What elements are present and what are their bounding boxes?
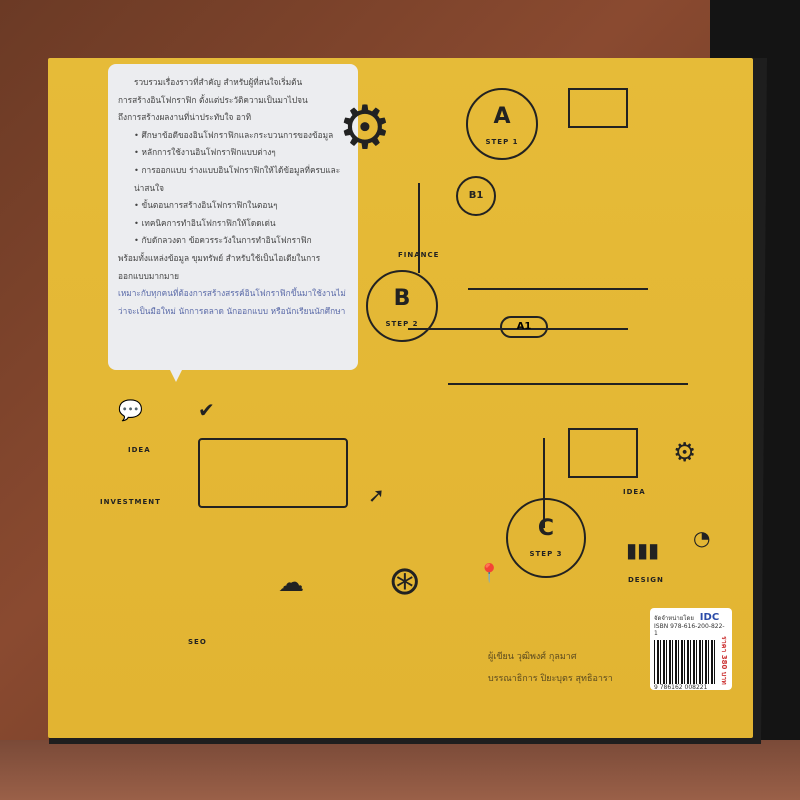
monitor-globe-icon bbox=[568, 88, 628, 128]
label-finance: FINANCE bbox=[398, 251, 440, 259]
node-c: C STEP 3 bbox=[506, 498, 586, 578]
blurb-line: รวบรวมเรื่องราวที่สำคัญ สำหรับผู้ที่สนใจ… bbox=[134, 77, 303, 87]
label-design: DESIGN bbox=[628, 576, 664, 584]
label-investment: INVESTMENT bbox=[100, 498, 161, 506]
barcode-sticker: จัดจำหน่ายโดย IDC ISBN 978-616-200-822-1… bbox=[650, 608, 732, 691]
editor: บรรณาธิการ ปิยะบุตร สุทธิอารา bbox=[488, 674, 613, 684]
node-a-letter: A bbox=[493, 104, 511, 129]
node-c-letter: C bbox=[537, 516, 555, 541]
author: ผู้เขียน วุฒิพงศ์ กุลมาศ bbox=[488, 652, 577, 662]
cursor-icon: ➚ bbox=[368, 483, 385, 507]
node-b: B STEP 2 bbox=[366, 270, 438, 342]
blurb-bullet: • กับดักลวงตา ข้อควรระวังในการทำอินโฟกรา… bbox=[134, 235, 312, 246]
node-a-step: STEP 1 bbox=[485, 138, 519, 146]
distributor-label: จัดจำหน่ายโดย bbox=[654, 615, 694, 622]
blurb-audience: เหมาะกับทุกคนที่ต้องการสร้างสรรค์อินโฟกร… bbox=[118, 288, 346, 316]
cloud-icon: ☁ bbox=[278, 568, 304, 598]
book-back-cover: รวบรวมเรื่องราวที่สำคัญ สำหรับผู้ที่สนใจ… bbox=[48, 58, 753, 738]
blurb-speech-bubble: รวบรวมเรื่องราวที่สำคัญ สำหรับผู้ที่สนใจ… bbox=[108, 64, 358, 382]
browser-window-illustration bbox=[198, 438, 348, 508]
chat-bubble-icon: 💬 bbox=[118, 398, 143, 422]
blurb-bullet: • หลักการใช้งานอินโฟกราฟิกแบบต่างๆ bbox=[134, 147, 276, 158]
node-b-step: STEP 2 bbox=[385, 320, 419, 328]
blurb-bullet: • ขั้นตอนการสร้างอินโฟกราฟิกในตอนๆ bbox=[134, 200, 278, 211]
pie-chart-icon: ◔ bbox=[693, 526, 711, 550]
connector-line bbox=[418, 183, 420, 273]
node-a1: A1 bbox=[500, 316, 548, 338]
node-b-letter: B bbox=[393, 286, 411, 311]
gear-icon: ⚙ bbox=[338, 93, 392, 163]
monitor-chart-icon bbox=[568, 428, 638, 478]
gear-icon: ⚙ bbox=[673, 438, 697, 468]
node-a: A STEP 1 bbox=[466, 88, 538, 160]
bar-chart-icon: ▮▮▮ bbox=[626, 538, 660, 562]
barcode bbox=[654, 640, 716, 684]
label-idea-2: IDEA bbox=[623, 488, 646, 496]
barcode-number: 9 786162 008221 bbox=[654, 684, 708, 691]
connector-line bbox=[468, 288, 648, 290]
blurb-bullet: • เทคนิคการทำอินโฟกราฟิกให้โดดเด่น bbox=[134, 217, 276, 228]
blurb-bullet: • การออกแบบ ร่างแบบอินโฟกราฟิกให้ได้ข้อม… bbox=[134, 164, 341, 193]
map-pin-icon: 📍 bbox=[478, 563, 501, 584]
credits: ผู้เขียน วุฒิพงศ์ กุลมาศ บรรณาธิการ ปิยะ… bbox=[488, 646, 613, 690]
blurb-bullet: • ศึกษาข้อดีของอินโฟกราฟิกและกระบวนการขอ… bbox=[134, 129, 334, 140]
node-b1: B1 bbox=[456, 176, 496, 216]
node-c-step: STEP 3 bbox=[529, 550, 563, 558]
blurb-line: การสร้างอินโฟกราฟิก ตั้งแต่ประวัติความเป… bbox=[118, 94, 308, 105]
blurb-line: ถึงการสร้างผลงานที่น่าประทับใจ อาทิ bbox=[118, 112, 252, 123]
isbn: ISBN 978-616-200-822-1 bbox=[654, 623, 725, 637]
label-seo: SEO bbox=[188, 638, 207, 646]
connector-line bbox=[448, 383, 688, 385]
floor bbox=[0, 740, 800, 800]
idc-logo: IDC bbox=[699, 612, 720, 623]
blurb-closing: พร้อมทั้งแหล่งข้อมูล ขุมทรัพย์ สำหรับใช้… bbox=[118, 252, 321, 281]
connector-line bbox=[408, 328, 628, 330]
connector-line bbox=[543, 438, 545, 528]
price: ราคา 380 บาท bbox=[720, 636, 728, 685]
label-idea: IDEA bbox=[128, 446, 151, 454]
check-circle-icon: ✔ bbox=[198, 398, 215, 422]
network-node-icon: ⊛ bbox=[388, 558, 422, 604]
